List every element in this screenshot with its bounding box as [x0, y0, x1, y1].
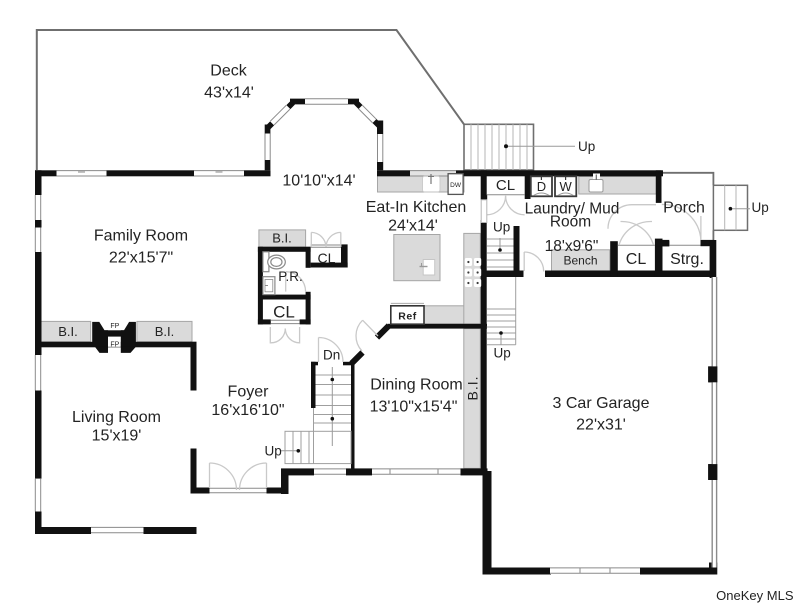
svg-text:15'x19': 15'x19' — [92, 428, 142, 445]
svg-text:CL: CL — [318, 250, 336, 266]
svg-text:Bench: Bench — [563, 254, 597, 268]
svg-text:B.I.: B.I. — [272, 231, 292, 246]
svg-text:CL: CL — [626, 251, 647, 268]
svg-text:10'10"x14': 10'10"x14' — [282, 173, 355, 190]
svg-text:B.I.: B.I. — [58, 324, 78, 339]
svg-text:B.I.: B.I. — [465, 375, 481, 400]
svg-text:22'x31': 22'x31' — [576, 417, 626, 434]
svg-text:Room: Room — [550, 214, 591, 231]
svg-text:13'10"x15'4": 13'10"x15'4" — [370, 399, 458, 416]
svg-text:P.R.: P.R. — [278, 269, 303, 284]
svg-text:FP: FP — [110, 323, 119, 330]
svg-text:DW: DW — [450, 182, 462, 189]
svg-text:Deck: Deck — [210, 63, 247, 80]
svg-text:OneKey MLS: OneKey MLS — [716, 588, 794, 603]
svg-text:Porch: Porch — [663, 200, 705, 217]
svg-text:Family Room: Family Room — [94, 228, 188, 245]
svg-text:D: D — [537, 179, 546, 194]
svg-text:Up: Up — [752, 200, 769, 215]
svg-text:Foyer: Foyer — [228, 384, 270, 401]
svg-text:Up: Up — [494, 346, 511, 361]
svg-text:FP: FP — [110, 341, 119, 348]
svg-text:Laundry/ Mud: Laundry/ Mud — [525, 201, 620, 218]
svg-text:Up: Up — [493, 220, 510, 235]
svg-text:W: W — [559, 179, 572, 194]
svg-text:43'x14': 43'x14' — [204, 85, 254, 102]
svg-text:Living Room: Living Room — [72, 409, 161, 426]
svg-text:B.I.: B.I. — [155, 324, 175, 339]
svg-text:Ref: Ref — [398, 311, 416, 323]
svg-text:22'x15'7": 22'x15'7" — [109, 250, 173, 267]
svg-text:Dining Room: Dining Room — [370, 377, 462, 394]
svg-text:18'x9'6": 18'x9'6" — [545, 238, 599, 255]
svg-text:Up: Up — [265, 444, 282, 459]
svg-text:24'x14': 24'x14' — [388, 218, 438, 235]
svg-text:Up: Up — [578, 139, 595, 154]
svg-text:CL: CL — [273, 303, 295, 322]
svg-text:CL: CL — [496, 177, 515, 194]
svg-text:Dn: Dn — [323, 348, 340, 363]
svg-text:3 Car Garage: 3 Car Garage — [553, 395, 650, 412]
svg-text:16'x16'10": 16'x16'10" — [211, 402, 284, 419]
svg-text:Strg.: Strg. — [670, 251, 704, 268]
svg-text:Eat-In Kitchen: Eat-In Kitchen — [366, 199, 467, 216]
